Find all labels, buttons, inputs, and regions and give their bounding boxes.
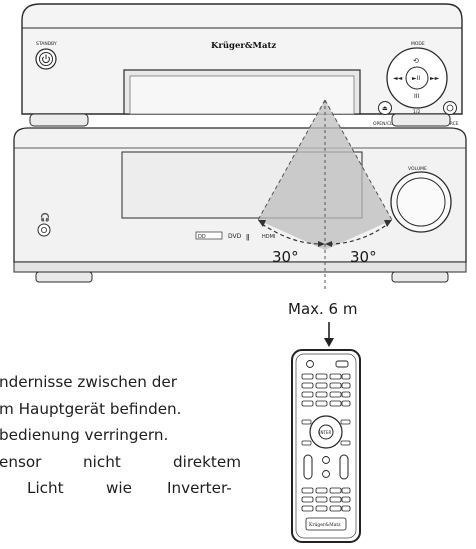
power-icon	[42, 54, 50, 64]
remote-volume-rocker[interactable]	[303, 454, 313, 480]
instruction-line-5-word-2: wie	[106, 479, 132, 497]
prev-icon: ◄◄	[393, 75, 403, 82]
repeat-icon: ⟲	[413, 57, 419, 65]
instruction-line-1: ndernisse zwischen der	[0, 373, 177, 391]
instruction-line-2: m Hauptgerät befinden.	[0, 400, 182, 418]
volume-knob[interactable]	[390, 171, 452, 233]
play-pause-icon: ►II	[412, 75, 420, 82]
dolby-logo: DD	[198, 234, 206, 240]
remote-control: ENTER Krüger&Matz	[291, 349, 361, 543]
max-range-label: Max. 6 m	[288, 300, 357, 318]
next-icon: ►►	[430, 75, 440, 82]
amplifier-unit: 🎧 DD DVD ǁ HDMI VOLUME	[13, 127, 467, 283]
remote-button-rows-top	[301, 373, 351, 407]
eject-icon: ⏏	[382, 105, 388, 112]
instruction-line-4-word-3: direktem	[173, 453, 242, 471]
open-close-label: OPEN/CLOSE	[373, 121, 402, 127]
hdmi-logo: HDMI	[262, 234, 275, 240]
dvd-player-unit: Krüger&Matz STANDBY MODE ►II ◄◄ ►► ⟲ III…	[21, 3, 463, 127]
remote-enter-button[interactable]	[318, 424, 334, 440]
mode-label: MODE	[411, 41, 425, 47]
stop-icon: III	[414, 93, 420, 100]
remote-channel-rocker[interactable]	[339, 454, 349, 480]
instruction-line-3: bedienung verringern.	[0, 426, 169, 444]
headphone-icon: 🎧	[40, 212, 50, 222]
open-close-button[interactable]	[378, 101, 392, 115]
usb-icon: ǁ	[246, 233, 249, 241]
dvd-logo: DVD	[228, 233, 242, 240]
instruction-line-4-word-2: nicht	[83, 453, 121, 471]
volume-label: VOLUME	[408, 166, 427, 172]
remote-brand-logo: Krüger&Matz	[309, 522, 341, 528]
instruction-line-5-word-3: Inverter-	[167, 479, 232, 497]
instruction-line-5-word-1: Licht	[27, 479, 64, 497]
mode-sub-label: 1/2	[413, 109, 420, 115]
instruction-line-4-word-1: ensor	[0, 453, 42, 471]
standby-label: STANDBY	[36, 41, 57, 47]
format-logos: DD DVD ǁ HDMI	[195, 231, 275, 241]
remote-brand-plate	[305, 517, 347, 531]
left-angle-label: 30°	[272, 248, 299, 266]
play-pause-button[interactable]	[405, 66, 429, 90]
remote-enter-label: ENTER	[318, 430, 331, 435]
reception-cone	[257, 99, 393, 292]
right-angle-label: 30°	[350, 248, 377, 266]
brand-logo: Krüger&Matz	[211, 40, 276, 51]
remote-button-rows-bottom	[301, 487, 351, 512]
remote-top-button[interactable]	[335, 360, 349, 368]
remote-power-button[interactable]	[306, 360, 314, 368]
source-button[interactable]	[443, 101, 457, 115]
